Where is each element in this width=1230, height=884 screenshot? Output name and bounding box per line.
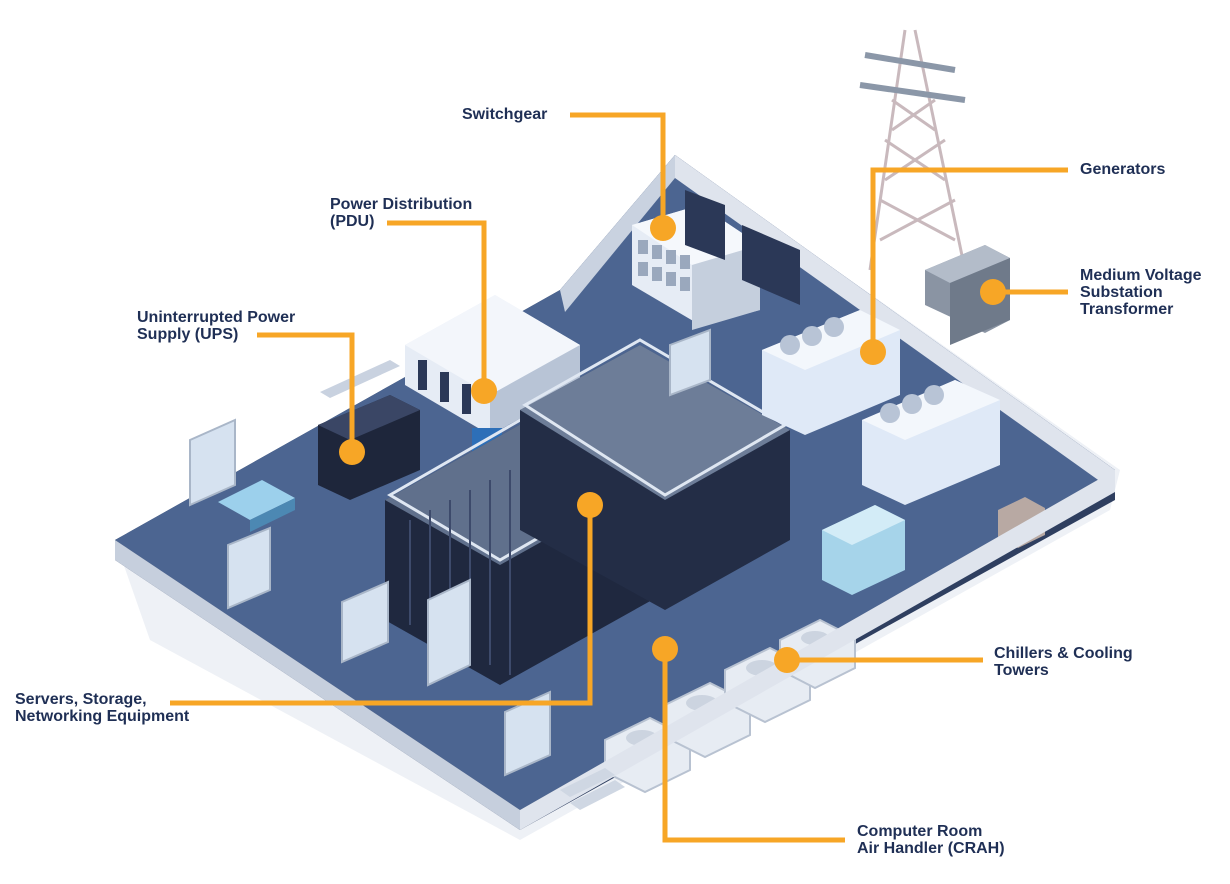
front-wall — [115, 470, 1115, 830]
switchgear-wall-panels — [685, 190, 800, 305]
callout-leader-lines — [170, 112, 1068, 843]
generator-2 — [862, 380, 1000, 505]
ups-leader — [257, 332, 355, 452]
ups-racks — [318, 360, 420, 500]
mv-transformer-label: Medium Voltage Substation Transformer — [1080, 267, 1202, 318]
crah-leader — [662, 649, 845, 843]
electrical-panel — [822, 505, 905, 595]
pdu-label: Power Distribution (PDU) — [330, 196, 473, 230]
pdu-leader — [387, 220, 487, 391]
office-desk — [218, 480, 295, 532]
crah-marker — [652, 636, 678, 662]
doors — [189, 328, 711, 777]
crah-label: Computer Room Air Handler (CRAH) — [857, 823, 1005, 857]
ups-marker — [339, 439, 365, 465]
mv-transformer-marker — [980, 279, 1006, 305]
servers-marker — [577, 492, 603, 518]
generators-label: Generators — [1080, 161, 1166, 178]
back-wall-right — [675, 155, 1115, 492]
generator-1 — [762, 310, 900, 435]
transmission-tower — [859, 29, 967, 271]
callout-markers — [339, 215, 1006, 673]
servers-label: Servers, Storage, Networking Equipment — [15, 691, 190, 725]
entry-steps — [560, 768, 625, 810]
ups-label: Uninterrupted Power Supply (UPS) — [137, 309, 296, 343]
servers-leader — [170, 505, 593, 706]
back-wall-left — [560, 155, 675, 312]
chillers-marker — [774, 647, 800, 673]
pdu-marker — [471, 378, 497, 404]
switchgear-label: Switchgear — [462, 106, 548, 123]
chillers-label: Chillers & Cooling Towers — [994, 645, 1133, 679]
switchgear-leader — [570, 112, 666, 228]
generators-marker — [860, 339, 886, 365]
switchgear-marker — [650, 215, 676, 241]
generators-leader — [870, 167, 1068, 352]
